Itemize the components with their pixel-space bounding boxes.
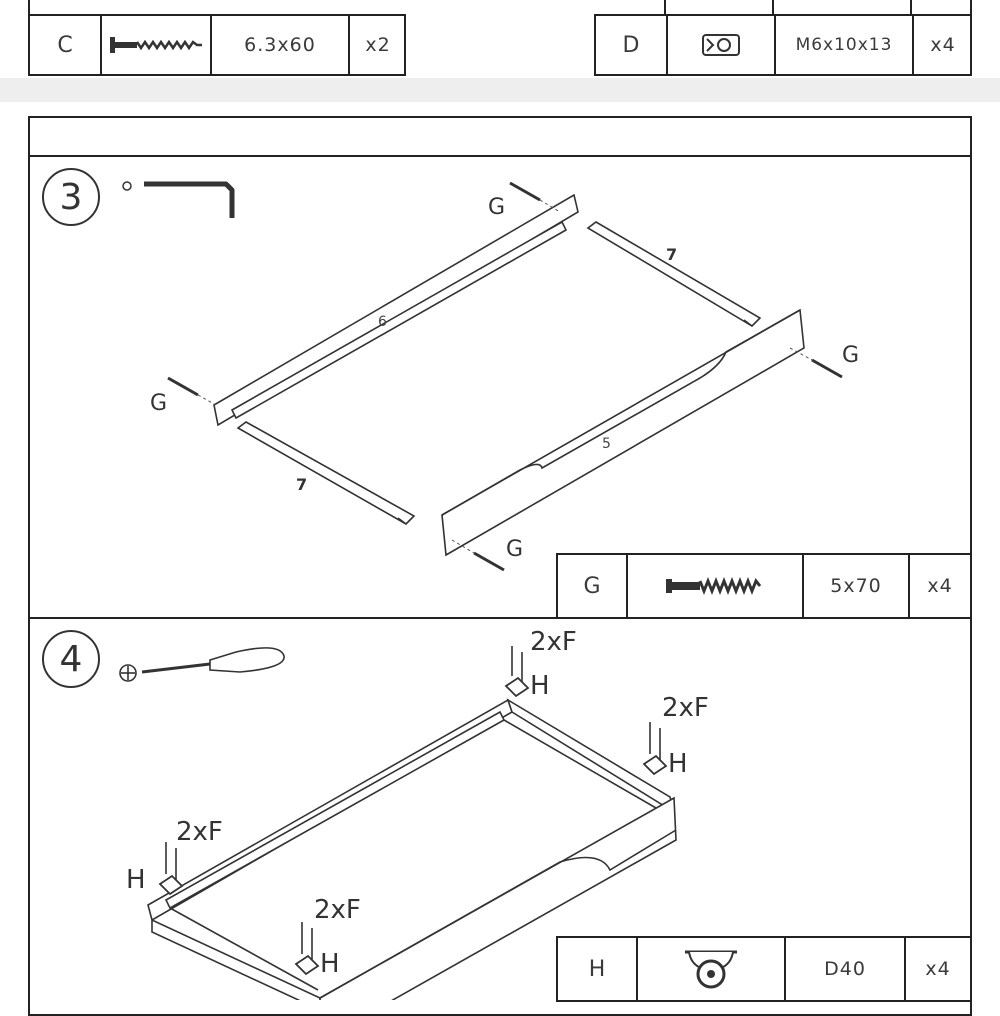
part-c-size: 6.3x60 bbox=[244, 34, 316, 56]
part-d-size: M6x10x13 bbox=[795, 35, 893, 55]
step-3-badge: 3 bbox=[42, 168, 100, 226]
panel-label-6: 6 bbox=[378, 314, 387, 330]
step-3-number: 3 bbox=[59, 176, 83, 218]
rail-7-right bbox=[586, 221, 762, 328]
screw-label-g-3: G bbox=[842, 343, 859, 368]
callout-1-screws: 2xF bbox=[530, 627, 577, 657]
callout-4-fitting: H bbox=[320, 949, 340, 979]
allen-key-icon bbox=[122, 181, 235, 218]
cam-lock-icon bbox=[702, 34, 740, 56]
screwdriver-icon bbox=[119, 647, 285, 682]
callout-2-fitting: H bbox=[668, 749, 688, 779]
callout-3-screws: 2xF bbox=[176, 817, 223, 847]
callout-4-screws: 2xF bbox=[314, 895, 361, 925]
top-frame-gap bbox=[406, 0, 594, 78]
step-3-drawing: 6 7 7 5 G G G G bbox=[122, 181, 859, 572]
panel-6 bbox=[213, 193, 579, 427]
part-d-id: D bbox=[622, 32, 640, 58]
part-c-row: C 6.3x60 x2 bbox=[28, 14, 406, 76]
part-h-size: D40 bbox=[824, 958, 866, 980]
step-4-number: 4 bbox=[59, 638, 83, 680]
step-4-badge: 4 bbox=[42, 630, 100, 688]
long-screw-icon bbox=[666, 576, 762, 596]
step-divider-line bbox=[28, 617, 972, 619]
part-d-row: D M6x10x13 x4 bbox=[594, 14, 972, 76]
part-g-size: 5x70 bbox=[830, 575, 882, 597]
part-g-id: G bbox=[583, 573, 601, 599]
top-header-dividers bbox=[594, 0, 972, 14]
part-h-id: H bbox=[588, 956, 606, 982]
part-d-qty: x4 bbox=[930, 34, 956, 56]
screw-label-g-2: G bbox=[150, 391, 167, 416]
callout-1-fitting: H bbox=[530, 671, 550, 701]
section-separator bbox=[0, 78, 1000, 102]
part-h-row: H D40 x4 bbox=[556, 936, 972, 1002]
screw-icon bbox=[110, 37, 202, 53]
part-c-qty: x2 bbox=[365, 34, 391, 56]
callout-2-screws: 2xF bbox=[662, 693, 709, 723]
screw-label-g-1: G bbox=[488, 195, 505, 220]
panel-label-5: 5 bbox=[602, 436, 611, 452]
callout-3-fitting: H bbox=[126, 865, 146, 895]
frame-header-line bbox=[28, 155, 972, 157]
panel-label-7-left: 7 bbox=[296, 475, 307, 494]
rail-7-left bbox=[236, 421, 416, 525]
panel-label-7-right: 7 bbox=[666, 245, 677, 264]
step-4-drawing: 2xF H 2xF H 2xF H 2xF H bbox=[119, 627, 709, 1000]
part-c-id: C bbox=[57, 32, 73, 58]
caster-wheel-icon bbox=[685, 950, 737, 989]
part-g-row: G 5x70 x4 bbox=[556, 553, 972, 619]
drawer-frame bbox=[147, 698, 677, 1000]
screw-label-g-4: G bbox=[506, 537, 523, 562]
part-g-qty: x4 bbox=[927, 575, 953, 597]
long-screw-icon bbox=[167, 181, 843, 572]
part-h-qty: x4 bbox=[925, 958, 951, 980]
panel-5 bbox=[441, 308, 805, 557]
